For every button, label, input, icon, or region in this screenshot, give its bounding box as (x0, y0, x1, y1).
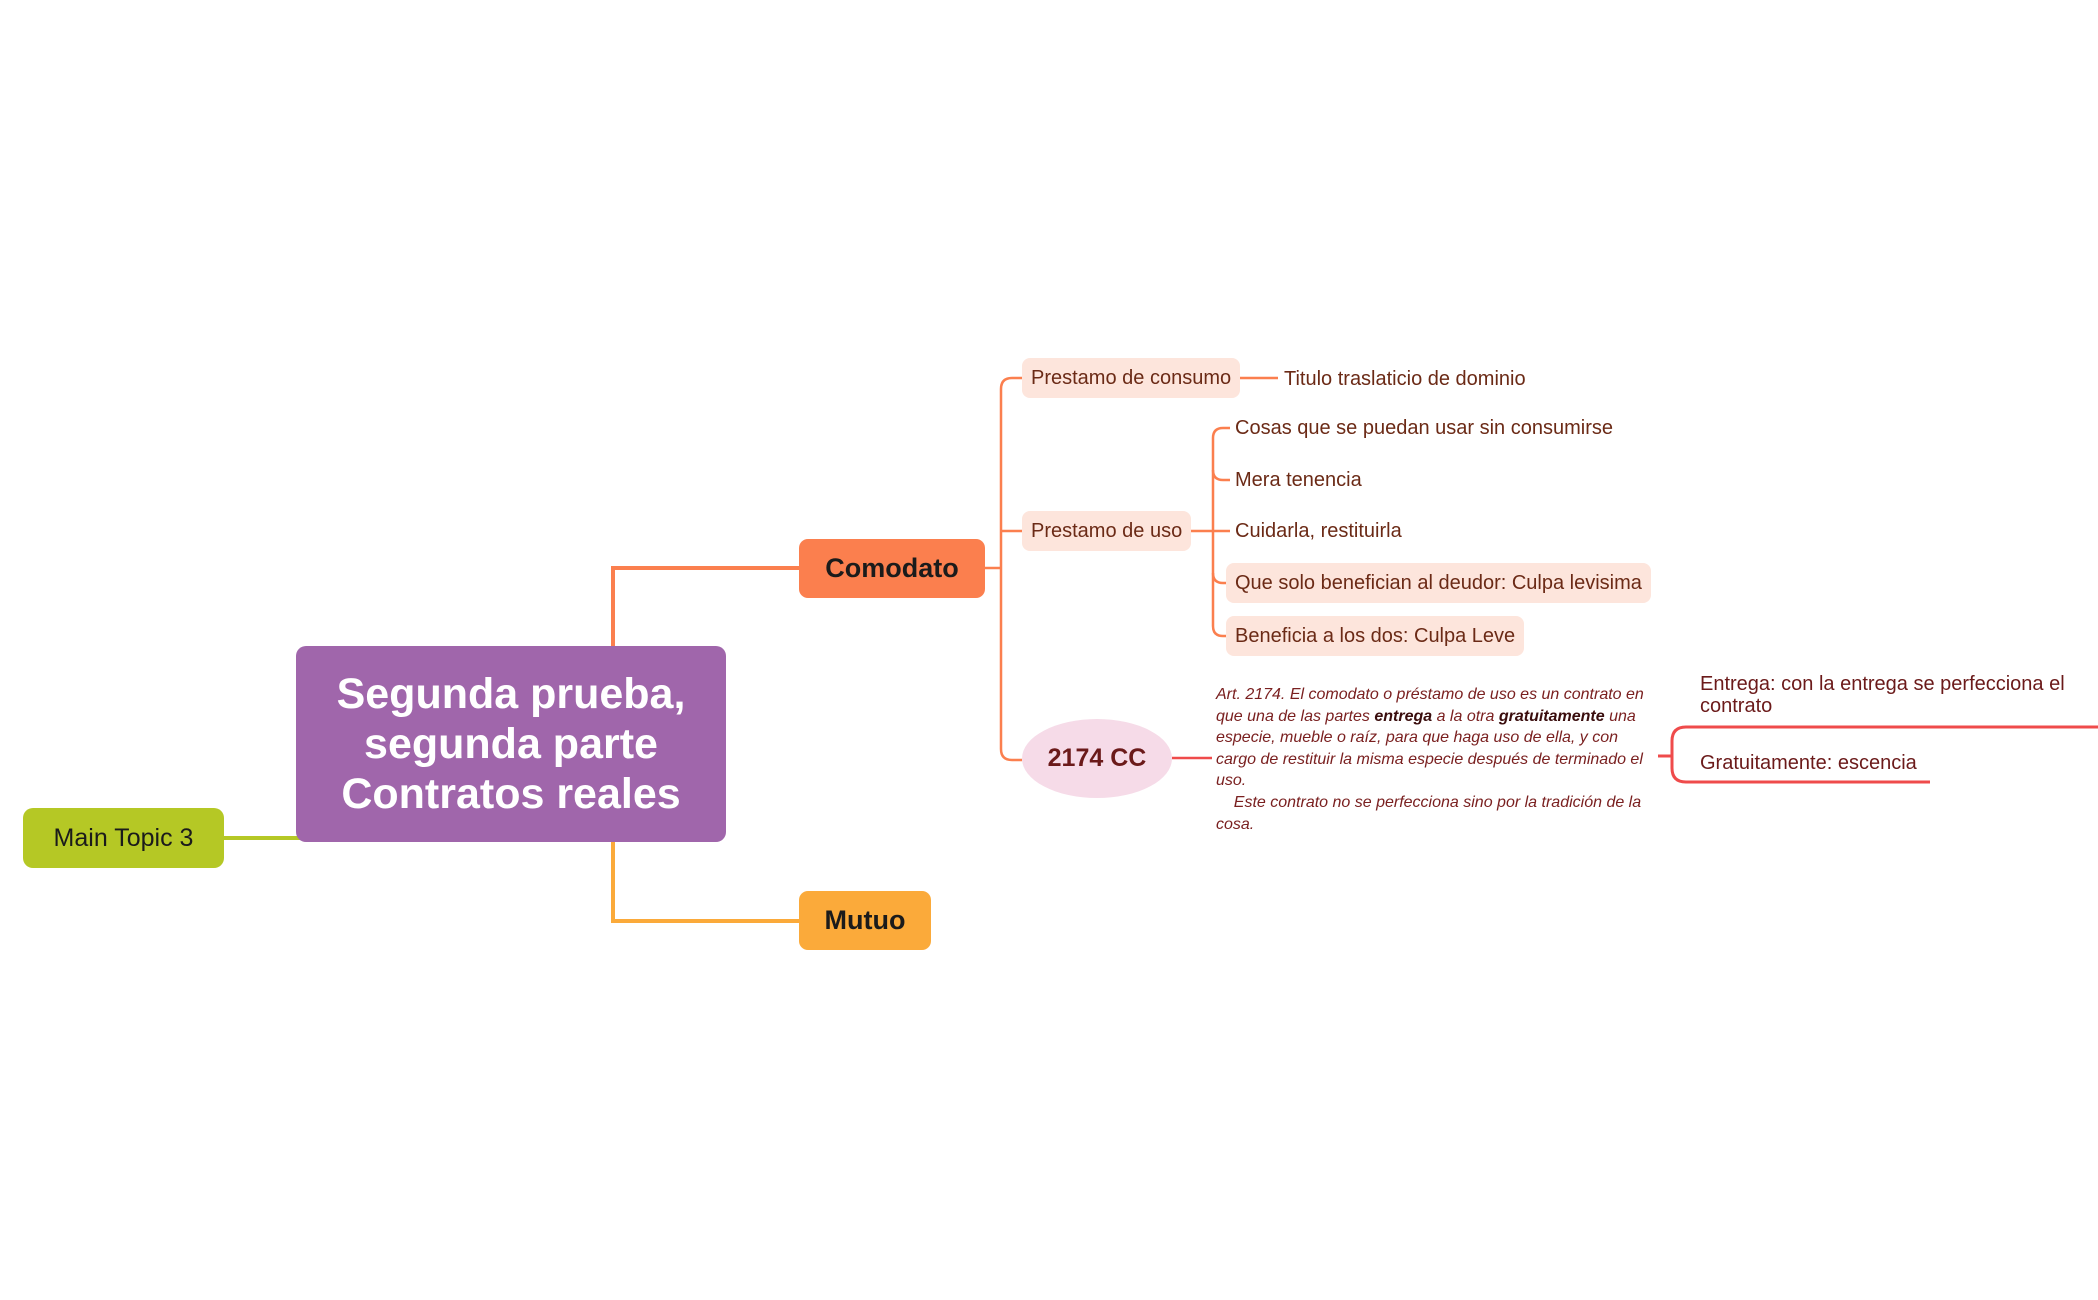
connector-comodato-children (999, 376, 1022, 762)
subtopic-culpa-leve[interactable]: Beneficia a los dos: Culpa Leve (1226, 616, 1525, 656)
tenencia-label: Mera tenencia (1235, 468, 1362, 491)
subtopic-cuidarla[interactable]: Cuidarla, restituirla (1235, 516, 1402, 546)
prestamo-consumo-label: Prestamo de consumo (1031, 366, 1232, 389)
connector-mutuo (611, 842, 799, 923)
entrega-label: Entrega: con la entrega se perfecciona e… (1700, 673, 2065, 717)
gratuitamente-label: Gratuitamente: escencia (1700, 752, 1917, 774)
article-paragraph-1: Art. 2174. El comodato o préstamo de uso… (1216, 684, 1661, 792)
subtopic-cosas[interactable]: Cosas que se puedan usar sin consumirse (1235, 413, 1613, 443)
central-topic-line-3: Contratos reales (341, 770, 681, 818)
subtopic-gratuitamente[interactable]: Gratuitamente: escencia (1700, 752, 1950, 774)
central-topic[interactable]: Segunda prueba, segunda parte Contratos … (296, 646, 726, 842)
subtopic-titulo-traslaticio[interactable]: Titulo traslaticio de dominio (1284, 364, 1526, 394)
article-p1-bold-entrega: entrega (1374, 707, 1433, 725)
article-text[interactable]: Art. 2174. El comodato o préstamo de uso… (1216, 684, 1661, 835)
article-p1-before: Art. 2174. El comodato o préstamo de uso… (1216, 686, 1644, 725)
main-topic-3-label: Main Topic 3 (53, 823, 194, 852)
subtopic-entrega[interactable]: Entrega: con la entrega se perfecciona e… (1700, 673, 2085, 717)
titulo-label: Titulo traslaticio de dominio (1284, 367, 1526, 390)
prestamo-uso-label: Prestamo de uso (1031, 519, 1183, 542)
cosas-label: Cosas que se puedan usar sin consumirse (1235, 416, 1613, 439)
article-p1-middle: a la otra (1432, 707, 1499, 725)
cuidarla-label: Cuidarla, restituirla (1235, 519, 1402, 542)
article-paragraph-2: Este contrato no se perfecciona sino por… (1216, 793, 1646, 833)
subtopic-prestamo-uso[interactable]: Prestamo de uso (1022, 511, 1192, 551)
article-p1-bold-gratuitamente: gratuitamente (1498, 707, 1605, 725)
culpa-levisima-label: Que solo benefician al deudor: Culpa lev… (1235, 571, 1642, 594)
central-topic-line-2: segunda parte (364, 720, 658, 768)
mutuo-label: Mutuo (824, 905, 906, 935)
main-topic-3[interactable]: Main Topic 3 (23, 808, 224, 868)
connector-culpa1 (1211, 572, 1226, 585)
subtopic-2174-cc[interactable]: 2174 CC (1022, 719, 1172, 798)
connector-tenencia (1211, 469, 1230, 482)
subtopic-culpa-levisima[interactable]: Que solo benefician al deudor: Culpa lev… (1226, 563, 1651, 603)
comodato-label: Comodato (825, 553, 959, 583)
article-p1-after: una especie, mueble o raíz, para que hag… (1216, 707, 1643, 790)
subtopic-mera-tenencia[interactable]: Mera tenencia (1235, 465, 1362, 495)
subtopic-prestamo-consumo[interactable]: Prestamo de consumo (1022, 358, 1241, 398)
connector-comodato (611, 566, 799, 646)
culpa-leve-label: Beneficia a los dos: Culpa Leve (1235, 624, 1516, 647)
topic-comodato[interactable]: Comodato (799, 539, 985, 598)
connector-red-children (1670, 725, 2098, 784)
topic-mutuo[interactable]: Mutuo (799, 891, 931, 950)
cc-label: 2174 CC (1047, 744, 1147, 772)
central-topic-line-1: Segunda prueba, (336, 670, 686, 718)
